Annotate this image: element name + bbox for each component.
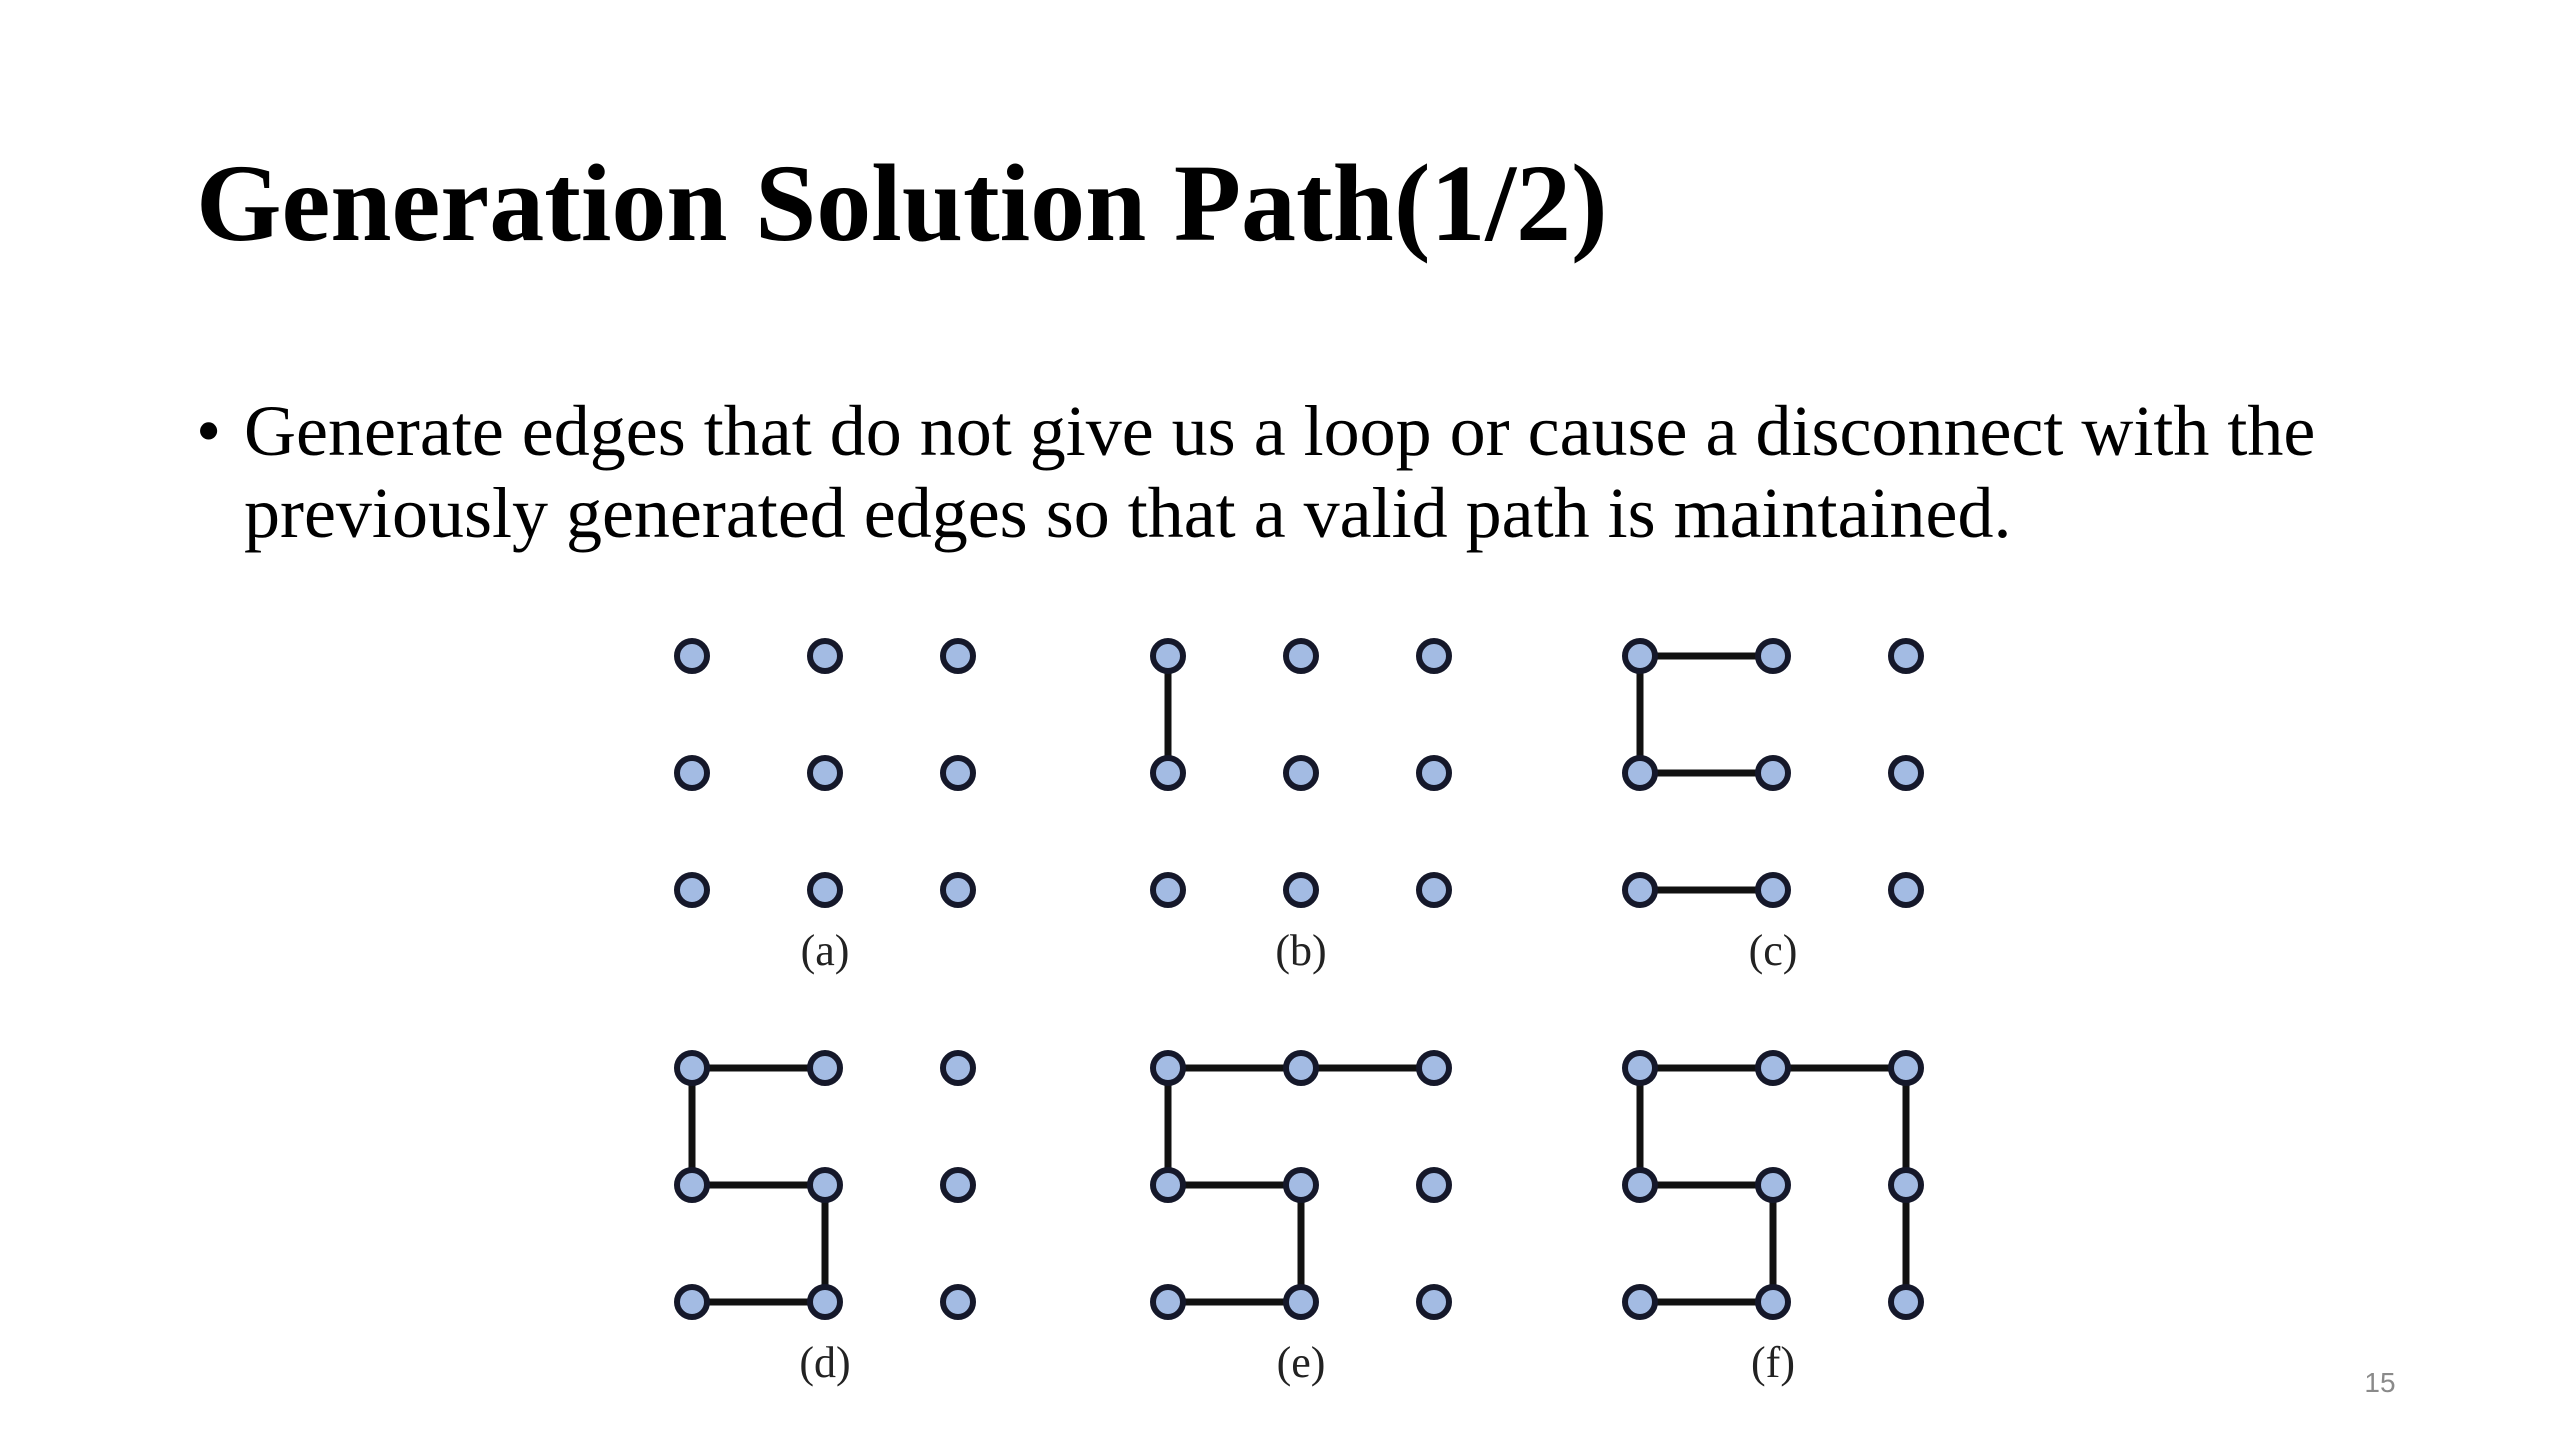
bullet-item: • Generate edges that do not give us a l… <box>196 390 2396 554</box>
grid-node <box>940 872 976 908</box>
grid-node <box>1755 1284 1791 1320</box>
grid-node <box>940 1167 976 1203</box>
grid-node <box>1622 638 1658 674</box>
grid-panel-a: (a) <box>674 638 976 975</box>
grid-node <box>1150 1284 1186 1320</box>
grid-node <box>1283 872 1319 908</box>
slide-number: 15 <box>2364 1367 2396 1398</box>
grid-node <box>674 1284 710 1320</box>
panel-label: (c) <box>1749 926 1798 975</box>
grid-node <box>1150 638 1186 674</box>
bullet-glyph: • <box>196 391 222 471</box>
panel-label: (b) <box>1275 926 1326 975</box>
grid-node <box>1283 1284 1319 1320</box>
grid-node <box>1283 1050 1319 1086</box>
grid-node <box>674 1167 710 1203</box>
grid-node <box>1622 1050 1658 1086</box>
grid-node <box>940 1050 976 1086</box>
grid-node <box>1888 872 1924 908</box>
panel-label: (e) <box>1277 1338 1326 1387</box>
grid-node <box>1755 1050 1791 1086</box>
slide-title: Generation Solution Path(1/2) <box>196 142 1608 264</box>
panel-label: (a) <box>801 926 850 975</box>
grid-node <box>807 755 843 791</box>
grid-node <box>674 755 710 791</box>
grid-panel-e: (e) <box>1150 1050 1452 1387</box>
grid-node <box>1416 1284 1452 1320</box>
grid-node <box>807 1050 843 1086</box>
grid-node <box>1888 638 1924 674</box>
grid-node <box>1150 872 1186 908</box>
grid-node <box>1622 872 1658 908</box>
grid-node <box>807 872 843 908</box>
grid-node <box>1755 1167 1791 1203</box>
grid-node <box>1888 755 1924 791</box>
grid-panel-c: (c) <box>1622 638 1924 975</box>
grid-node <box>1755 872 1791 908</box>
grid-node <box>1755 755 1791 791</box>
grid-node <box>940 1284 976 1320</box>
grid-node <box>674 1050 710 1086</box>
grid-node <box>940 638 976 674</box>
grid-node <box>1150 755 1186 791</box>
grid-node <box>807 1284 843 1320</box>
bullet-list: • Generate edges that do not give us a l… <box>196 390 2396 554</box>
grid-node <box>1283 755 1319 791</box>
grid-node <box>1755 638 1791 674</box>
grid-node <box>674 872 710 908</box>
grid-panel-d: (d) <box>674 1050 976 1387</box>
grid-node <box>1150 1050 1186 1086</box>
grid-node <box>1283 638 1319 674</box>
bullet-text: Generate edges that do not give us a loo… <box>244 391 2316 553</box>
grid-node <box>1283 1167 1319 1203</box>
grid-node <box>1888 1050 1924 1086</box>
grid-node <box>1416 872 1452 908</box>
grid-node <box>1622 755 1658 791</box>
grid-node <box>1416 638 1452 674</box>
grid-node <box>1622 1167 1658 1203</box>
grid-node <box>1416 1167 1452 1203</box>
grid-panel-f: (f) <box>1622 1050 1924 1387</box>
panel-label: (d) <box>799 1338 850 1387</box>
grid-node <box>940 755 976 791</box>
grid-node <box>1622 1284 1658 1320</box>
grid-node <box>1888 1284 1924 1320</box>
panel-label: (f) <box>1751 1338 1795 1387</box>
grid-node <box>1888 1167 1924 1203</box>
grid-node <box>807 1167 843 1203</box>
grid-node <box>1416 1050 1452 1086</box>
grid-node <box>807 638 843 674</box>
grid-node <box>1150 1167 1186 1203</box>
grid-node <box>1416 755 1452 791</box>
grid-node <box>674 638 710 674</box>
grid-panel-b: (b) <box>1150 638 1452 975</box>
